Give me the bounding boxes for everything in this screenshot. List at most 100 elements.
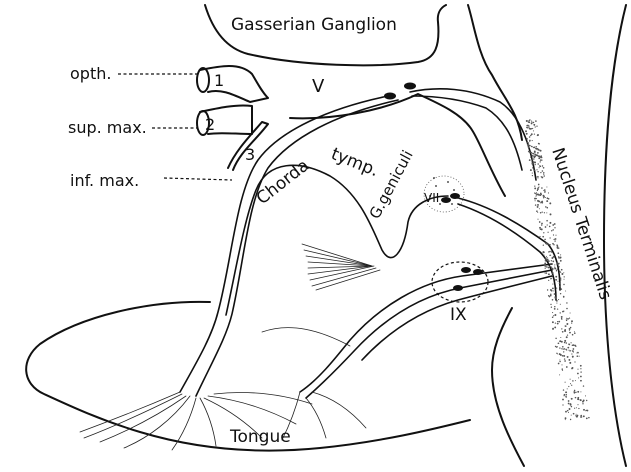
stipple-dot [566,323,568,325]
stipple-dot [532,140,533,141]
stipple-dot [555,279,557,281]
stipple-dot [533,156,535,158]
stipple-dot [537,219,538,220]
stipple-dot [564,329,566,331]
stipple-dot [562,355,564,357]
stipple-dot [531,159,533,161]
stipple-dot [570,342,571,343]
stipple-dot [573,348,575,350]
stipple-dot [565,391,567,393]
stipple-dot [566,366,568,368]
stipple-dot [556,270,557,271]
stipple-dot [543,167,545,169]
stipple-dot [544,212,545,213]
stipple-dot [534,187,536,189]
nerve-ix-label: IX [450,305,467,325]
stipple-dot [576,407,577,408]
stipple-dot [569,330,570,331]
stipple-dot [566,318,567,319]
stipple-dot [546,257,547,258]
stipple-dot [528,125,529,126]
stipple-dot [532,164,534,166]
stipple-dot [567,388,568,389]
right-edge-outline [604,5,626,466]
branch-2-label: 2 [205,115,215,134]
stipple-dot [539,227,541,229]
stipple-dot [571,353,572,354]
stipple-dot [539,236,540,237]
stipple-dot [557,308,558,309]
stipple-dot [581,417,582,418]
stipple-dot [543,173,544,174]
stipple-dot [549,251,550,252]
stipple-dot [577,415,579,417]
stipple-dot [561,273,563,275]
stipple-dot [556,303,557,304]
stipple-dot [586,418,588,420]
stipple-dot [573,413,575,415]
stipple-dot [580,415,582,417]
stipple-dot [536,194,537,195]
inf-max-label: inf. max. [70,171,139,190]
stipple-dot [569,328,571,330]
stipple-dot [578,408,579,409]
stipple-dot [568,386,569,387]
tongue-upper-ridge [262,328,350,346]
stipple-dot [559,353,561,355]
stipple-dot [577,352,578,353]
stipple-dot [537,135,538,136]
stipple-dot [548,273,550,275]
stipple-dot [532,173,533,174]
stipple-dot [562,368,563,369]
stipple-dot [577,355,579,357]
stipple-dot [572,367,574,369]
stipple-dot [582,403,583,404]
stipple-dot [554,308,556,310]
stipple-dot [572,334,574,336]
stipple-dot [537,176,539,178]
stipple-dot [561,269,563,271]
stipple-dot [534,147,535,148]
stipple-dot [532,128,533,129]
stipple-dot [554,314,556,316]
stipple-dot [554,306,555,307]
stipple-dot [549,202,551,204]
stipple-dot [531,133,533,135]
stipple-dot [547,259,549,261]
brainstem-outline-right [468,5,522,140]
stipple-dot [548,260,550,262]
stipple-dot [559,374,560,375]
stipple-dot [526,142,528,144]
stipple-dot [560,304,561,305]
stipple-dot [577,404,578,405]
stipple-dot [541,159,542,160]
stipple-dot [566,394,567,395]
stipple-dot [537,190,538,191]
stipple-dot [528,127,529,128]
stipple-dot [538,194,540,196]
stipple-dot [560,293,561,294]
stipple-dot [526,120,528,122]
stipple-dot [535,120,537,122]
stipple-dot [539,167,540,168]
stipple-dot [545,197,546,198]
stipple-dot [558,342,560,344]
stipple-dot [525,130,527,132]
stipple-dot [554,227,555,228]
stipple-dot [544,272,545,273]
stipple-dot [579,356,580,357]
stipple-dot [560,272,561,273]
stipple-dot [541,176,542,177]
branch-1-label: 1 [214,71,224,90]
stipple-dot [527,144,529,146]
tongue-label: Tongue [229,427,291,447]
stipple-dot [548,198,550,200]
stipple-dot [562,370,563,371]
stipple-dot [569,408,571,410]
stipple-dot [549,266,550,267]
stipple-dot [555,238,557,240]
stipple-dot [537,177,538,178]
tongue-terminal-fibers [80,392,366,450]
stipple-dot [557,248,558,249]
stipple-dot [550,289,552,291]
